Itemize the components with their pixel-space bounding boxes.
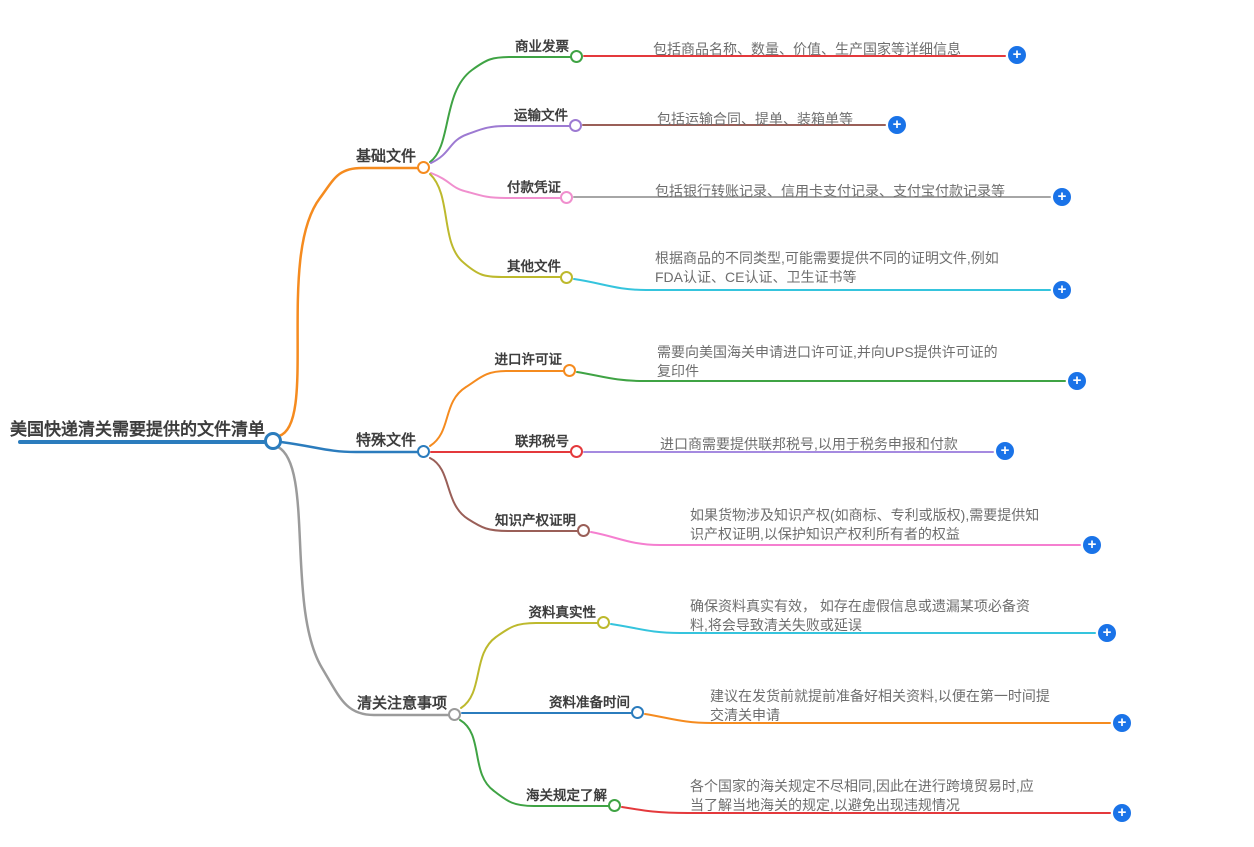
connector-root-to-notes xyxy=(276,445,450,717)
add-child-payment-proof-button[interactable]: + xyxy=(1053,188,1071,206)
desc-import-license[interactable]: 需要向美国海关申请进口许可证,并向UPS提供许可证的 复印件 xyxy=(657,344,998,379)
connector-basic-to-other xyxy=(429,173,561,278)
node-transport-documents[interactable]: 运输文件 xyxy=(514,108,568,123)
add-child-import-license-button[interactable]: + xyxy=(1068,372,1086,390)
connector-desc-rules xyxy=(621,806,1111,814)
connector-desc-preparation xyxy=(644,713,1111,724)
desc-data-preparation-time[interactable]: 建议在发货前就提前准备好相关资料,以便在第一时间提 交清关申请 xyxy=(710,688,1050,723)
node-toggle-federal-tax-id[interactable] xyxy=(570,445,583,458)
node-toggle-other-documents[interactable] xyxy=(560,271,573,284)
connector-basic-to-payment xyxy=(430,172,561,199)
node-ip-certificate[interactable]: 知识产权证明 xyxy=(495,513,576,528)
node-toggle-customs-notes[interactable] xyxy=(448,708,461,721)
node-import-license[interactable]: 进口许可证 xyxy=(494,352,563,367)
node-data-authenticity[interactable]: 资料真实性 xyxy=(528,605,597,620)
root-node-label[interactable]: 美国快递清关需要提供的文件清单 xyxy=(10,420,265,439)
node-customs-rules-awareness[interactable]: 海关规定了解 xyxy=(526,788,607,803)
node-special-documents[interactable]: 特殊文件 xyxy=(355,432,416,449)
desc-payment-proof[interactable]: 包括银行转账记录、信用卡支付记录、支付宝付款记录等 xyxy=(655,183,1005,199)
desc-other-documents[interactable]: 根据商品的不同类型,可能需要提供不同的证明文件,例如 FDA认证、CE认证、卫生… xyxy=(655,250,999,285)
desc-transport-documents[interactable]: 包括运输合同、提单、装箱单等 xyxy=(657,111,853,127)
root-node-toggle[interactable] xyxy=(264,432,282,450)
desc-customs-rules-awareness[interactable]: 各个国家的海关规定不尽相同,因此在进行跨境贸易时,应 当了解当地海关的规定,以避… xyxy=(690,778,1034,813)
node-toggle-ip-certificate[interactable] xyxy=(577,524,590,537)
node-toggle-transport-documents[interactable] xyxy=(569,119,582,132)
connector-special-to-ip xyxy=(429,457,578,532)
connector-desc-ip xyxy=(590,531,1081,546)
connector-root-to-basic xyxy=(277,166,419,438)
connector-basic-to-invoice xyxy=(429,56,571,163)
desc-data-authenticity[interactable]: 确保资料真实有效， 如存在虚假信息或遗漏某项必备资 料,将会导致清关失败或延误 xyxy=(690,598,1030,633)
node-toggle-commercial-invoice[interactable] xyxy=(570,50,583,63)
connector-special-to-license xyxy=(429,370,564,447)
node-customs-notes[interactable]: 清关注意事项 xyxy=(356,695,447,712)
node-federal-tax-id[interactable]: 联邦税号 xyxy=(515,434,569,449)
node-payment-proof[interactable]: 付款凭证 xyxy=(507,180,561,195)
connector-desc-other xyxy=(573,278,1051,291)
connector-root-to-special xyxy=(279,440,419,454)
add-child-transport-documents-button[interactable]: + xyxy=(888,116,906,134)
add-child-data-authenticity-button[interactable]: + xyxy=(1098,624,1116,642)
node-toggle-basic-documents[interactable] xyxy=(417,161,430,174)
node-toggle-payment-proof[interactable] xyxy=(560,191,573,204)
node-toggle-import-license[interactable] xyxy=(563,364,576,377)
add-child-ip-certificate-button[interactable]: + xyxy=(1083,536,1101,554)
desc-federal-tax-id[interactable]: 进口商需要提供联邦税号,以用于税务申报和付款 xyxy=(660,436,958,452)
node-toggle-data-authenticity[interactable] xyxy=(597,616,610,629)
node-toggle-special-documents[interactable] xyxy=(417,445,430,458)
add-child-commercial-invoice-button[interactable]: + xyxy=(1008,46,1026,64)
add-child-data-preparation-time-button[interactable]: + xyxy=(1113,714,1131,732)
node-commercial-invoice[interactable]: 商业发票 xyxy=(515,39,569,54)
connector-desc-authenticity xyxy=(610,623,1096,634)
add-child-customs-rules-awareness-button[interactable]: + xyxy=(1113,804,1131,822)
connector-basic-to-transport xyxy=(430,125,570,164)
connector-notes-to-authenticity xyxy=(460,622,598,709)
node-data-preparation-time[interactable]: 资料准备时间 xyxy=(549,695,630,710)
add-child-federal-tax-id-button[interactable]: + xyxy=(996,442,1014,460)
desc-commercial-invoice[interactable]: 包括商品名称、数量、价值、生产国家等详细信息 xyxy=(653,41,961,57)
node-toggle-customs-rules-awareness[interactable] xyxy=(608,799,621,812)
add-child-other-documents-button[interactable]: + xyxy=(1053,281,1071,299)
connector-desc-license xyxy=(576,371,1066,382)
desc-ip-certificate[interactable]: 如果货物涉及知识产权(如商标、专利或版权),需要提供知 识产权证明,以保护知识产… xyxy=(690,507,1040,542)
node-basic-documents[interactable]: 基础文件 xyxy=(355,148,416,165)
connector-notes-to-rules xyxy=(459,719,609,807)
node-toggle-data-preparation-time[interactable] xyxy=(631,706,644,719)
node-other-documents[interactable]: 其他文件 xyxy=(507,259,561,274)
